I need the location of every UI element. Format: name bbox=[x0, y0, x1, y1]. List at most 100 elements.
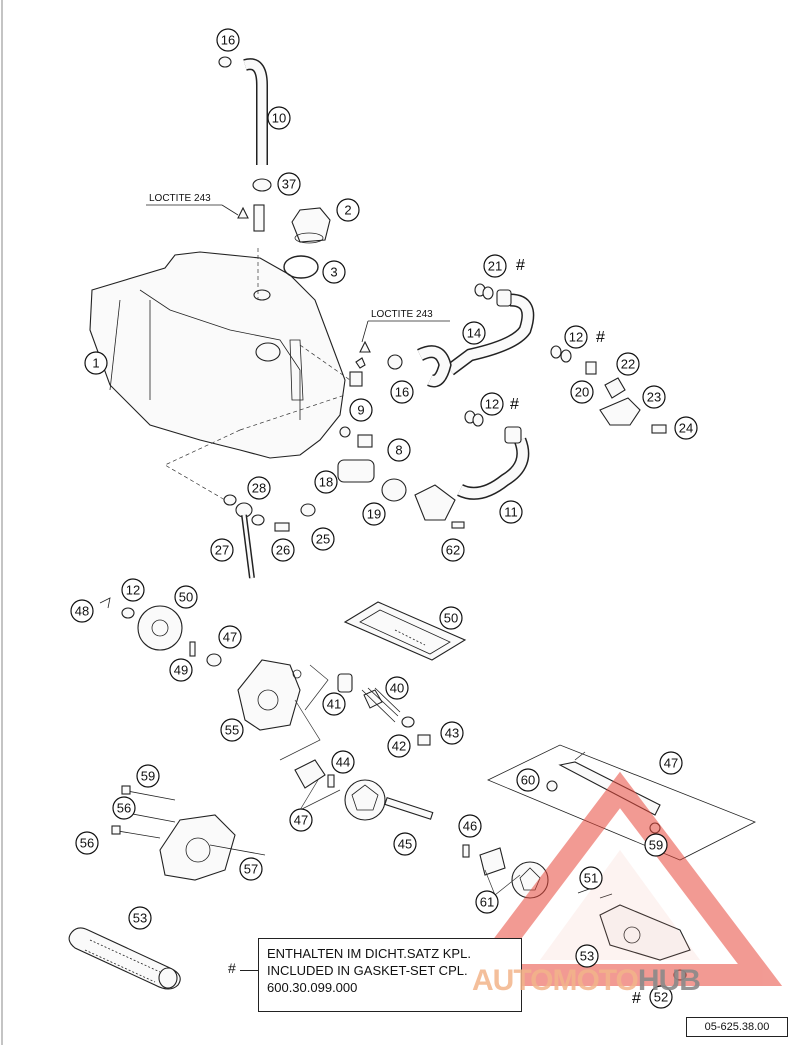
callout-57: 57 bbox=[239, 857, 263, 881]
callout-16: 16 bbox=[216, 28, 240, 52]
callout-28: 28 bbox=[247, 476, 271, 500]
callout-56: 56 bbox=[112, 796, 136, 820]
callout-circle bbox=[385, 676, 409, 700]
callout-62: 62 bbox=[441, 538, 465, 562]
callout-circle bbox=[247, 476, 271, 500]
callout-number: 62 bbox=[446, 543, 460, 558]
hash-mark: # bbox=[632, 990, 641, 1007]
callout-26: 26 bbox=[271, 538, 295, 562]
screen-part bbox=[343, 601, 467, 661]
callout-number: 25 bbox=[316, 532, 330, 547]
callout-50: 50 bbox=[174, 585, 198, 609]
loctite-label-2: LOCTITE 243 bbox=[359, 309, 450, 353]
callout-44: 44 bbox=[331, 750, 355, 774]
callout-circle bbox=[136, 764, 160, 788]
callout-circle bbox=[331, 750, 355, 774]
callout-number: 27 bbox=[215, 543, 229, 558]
callout-number: 53 bbox=[133, 911, 147, 926]
callout-circle bbox=[579, 866, 603, 890]
callout-number: 16 bbox=[395, 385, 409, 400]
strainer-parts bbox=[274, 357, 407, 532]
callout-circle bbox=[84, 351, 108, 375]
callout-circle bbox=[440, 721, 464, 745]
callout-20: 20 bbox=[570, 380, 594, 404]
callout-number: 52 bbox=[654, 990, 668, 1005]
callout-circle bbox=[642, 385, 666, 409]
callout-8: 8 bbox=[387, 438, 411, 462]
watermark-text: AUTOMOTOHUB bbox=[472, 964, 701, 998]
hash-mark: # bbox=[510, 396, 519, 413]
filler-cap-part bbox=[291, 207, 331, 244]
callout-circle bbox=[616, 352, 640, 376]
callout-number: 11 bbox=[504, 505, 518, 520]
callout-circle bbox=[483, 254, 507, 278]
callout-circle bbox=[314, 470, 338, 494]
callout-number: 51 bbox=[584, 871, 598, 886]
callout-49: 49 bbox=[169, 658, 193, 682]
callout-number: 28 bbox=[252, 481, 266, 496]
callout-9: 9 bbox=[349, 398, 373, 422]
callout-number: 59 bbox=[141, 769, 155, 784]
callout-circle bbox=[659, 751, 683, 775]
callout-number: 50 bbox=[179, 590, 193, 605]
loctite-text-2: LOCTITE 243 bbox=[371, 309, 433, 320]
watermark-text-part1: AUTOMOTO bbox=[472, 964, 639, 997]
callout-circle bbox=[480, 392, 504, 416]
callout-circle bbox=[649, 985, 673, 1009]
callout-circle bbox=[674, 416, 698, 440]
callout-number: 20 bbox=[575, 385, 589, 400]
callout-number: 26 bbox=[276, 543, 290, 558]
callout-53: 53 bbox=[575, 944, 599, 968]
callout-2: 2 bbox=[336, 198, 360, 222]
callout-53: 53 bbox=[128, 906, 152, 930]
callout-circle bbox=[393, 832, 417, 856]
callout-circle bbox=[311, 527, 335, 551]
callout-number: 8 bbox=[395, 443, 402, 458]
pump-gear-part bbox=[99, 597, 222, 667]
note-line-1: ENTHALTEN IM DICHT.SATZ KPL. bbox=[267, 946, 471, 961]
callout-37: 37 bbox=[277, 172, 301, 196]
callout-circle bbox=[277, 172, 301, 196]
clamp-part bbox=[237, 178, 272, 232]
callout-51: 51 bbox=[579, 866, 603, 890]
hash-mark: # bbox=[516, 257, 525, 274]
callout-14: 14 bbox=[462, 321, 486, 345]
callout-41: 41 bbox=[322, 692, 346, 716]
callout-number: 47 bbox=[664, 756, 678, 771]
callout-59: 59 bbox=[644, 833, 668, 857]
callout-16: 16 bbox=[390, 380, 414, 404]
callout-circle bbox=[564, 325, 588, 349]
callout-23: 23 bbox=[642, 385, 666, 409]
oil-line-part bbox=[223, 494, 265, 579]
callout-number: 50 bbox=[444, 611, 458, 626]
callout-47: 47 bbox=[659, 751, 683, 775]
callout-number: 49 bbox=[174, 663, 188, 678]
callout-12: 12 bbox=[121, 578, 145, 602]
callout-circle bbox=[271, 538, 295, 562]
callout-number: 24 bbox=[679, 421, 693, 436]
hose-11-part bbox=[414, 410, 530, 529]
callout-circle bbox=[220, 718, 244, 742]
callout-number: 40 bbox=[390, 681, 404, 696]
callout-27: 27 bbox=[210, 538, 234, 562]
callout-circle bbox=[387, 734, 411, 758]
watermark-logo bbox=[457, 771, 783, 986]
callout-number: 12 bbox=[126, 583, 140, 598]
callout-number: 16 bbox=[221, 33, 235, 48]
callout-number: 44 bbox=[336, 755, 350, 770]
callout-circle bbox=[322, 692, 346, 716]
callout-25: 25 bbox=[311, 527, 335, 551]
callout-60: 60 bbox=[516, 768, 540, 792]
hose-part bbox=[218, 56, 268, 165]
callout-11: 11 bbox=[499, 500, 523, 524]
note-line-2: INCLUDED IN GASKET-SET CPL. bbox=[267, 963, 468, 978]
callout-number: 10 bbox=[272, 111, 286, 126]
pump-cover-part bbox=[237, 659, 302, 731]
valve-parts bbox=[550, 345, 667, 434]
callout-circle bbox=[169, 658, 193, 682]
note-hash-symbol: # bbox=[228, 960, 236, 976]
callout-circle bbox=[239, 857, 263, 881]
callout-circle bbox=[362, 502, 386, 526]
callout-43: 43 bbox=[440, 721, 464, 745]
leader-lines bbox=[279, 664, 521, 896]
